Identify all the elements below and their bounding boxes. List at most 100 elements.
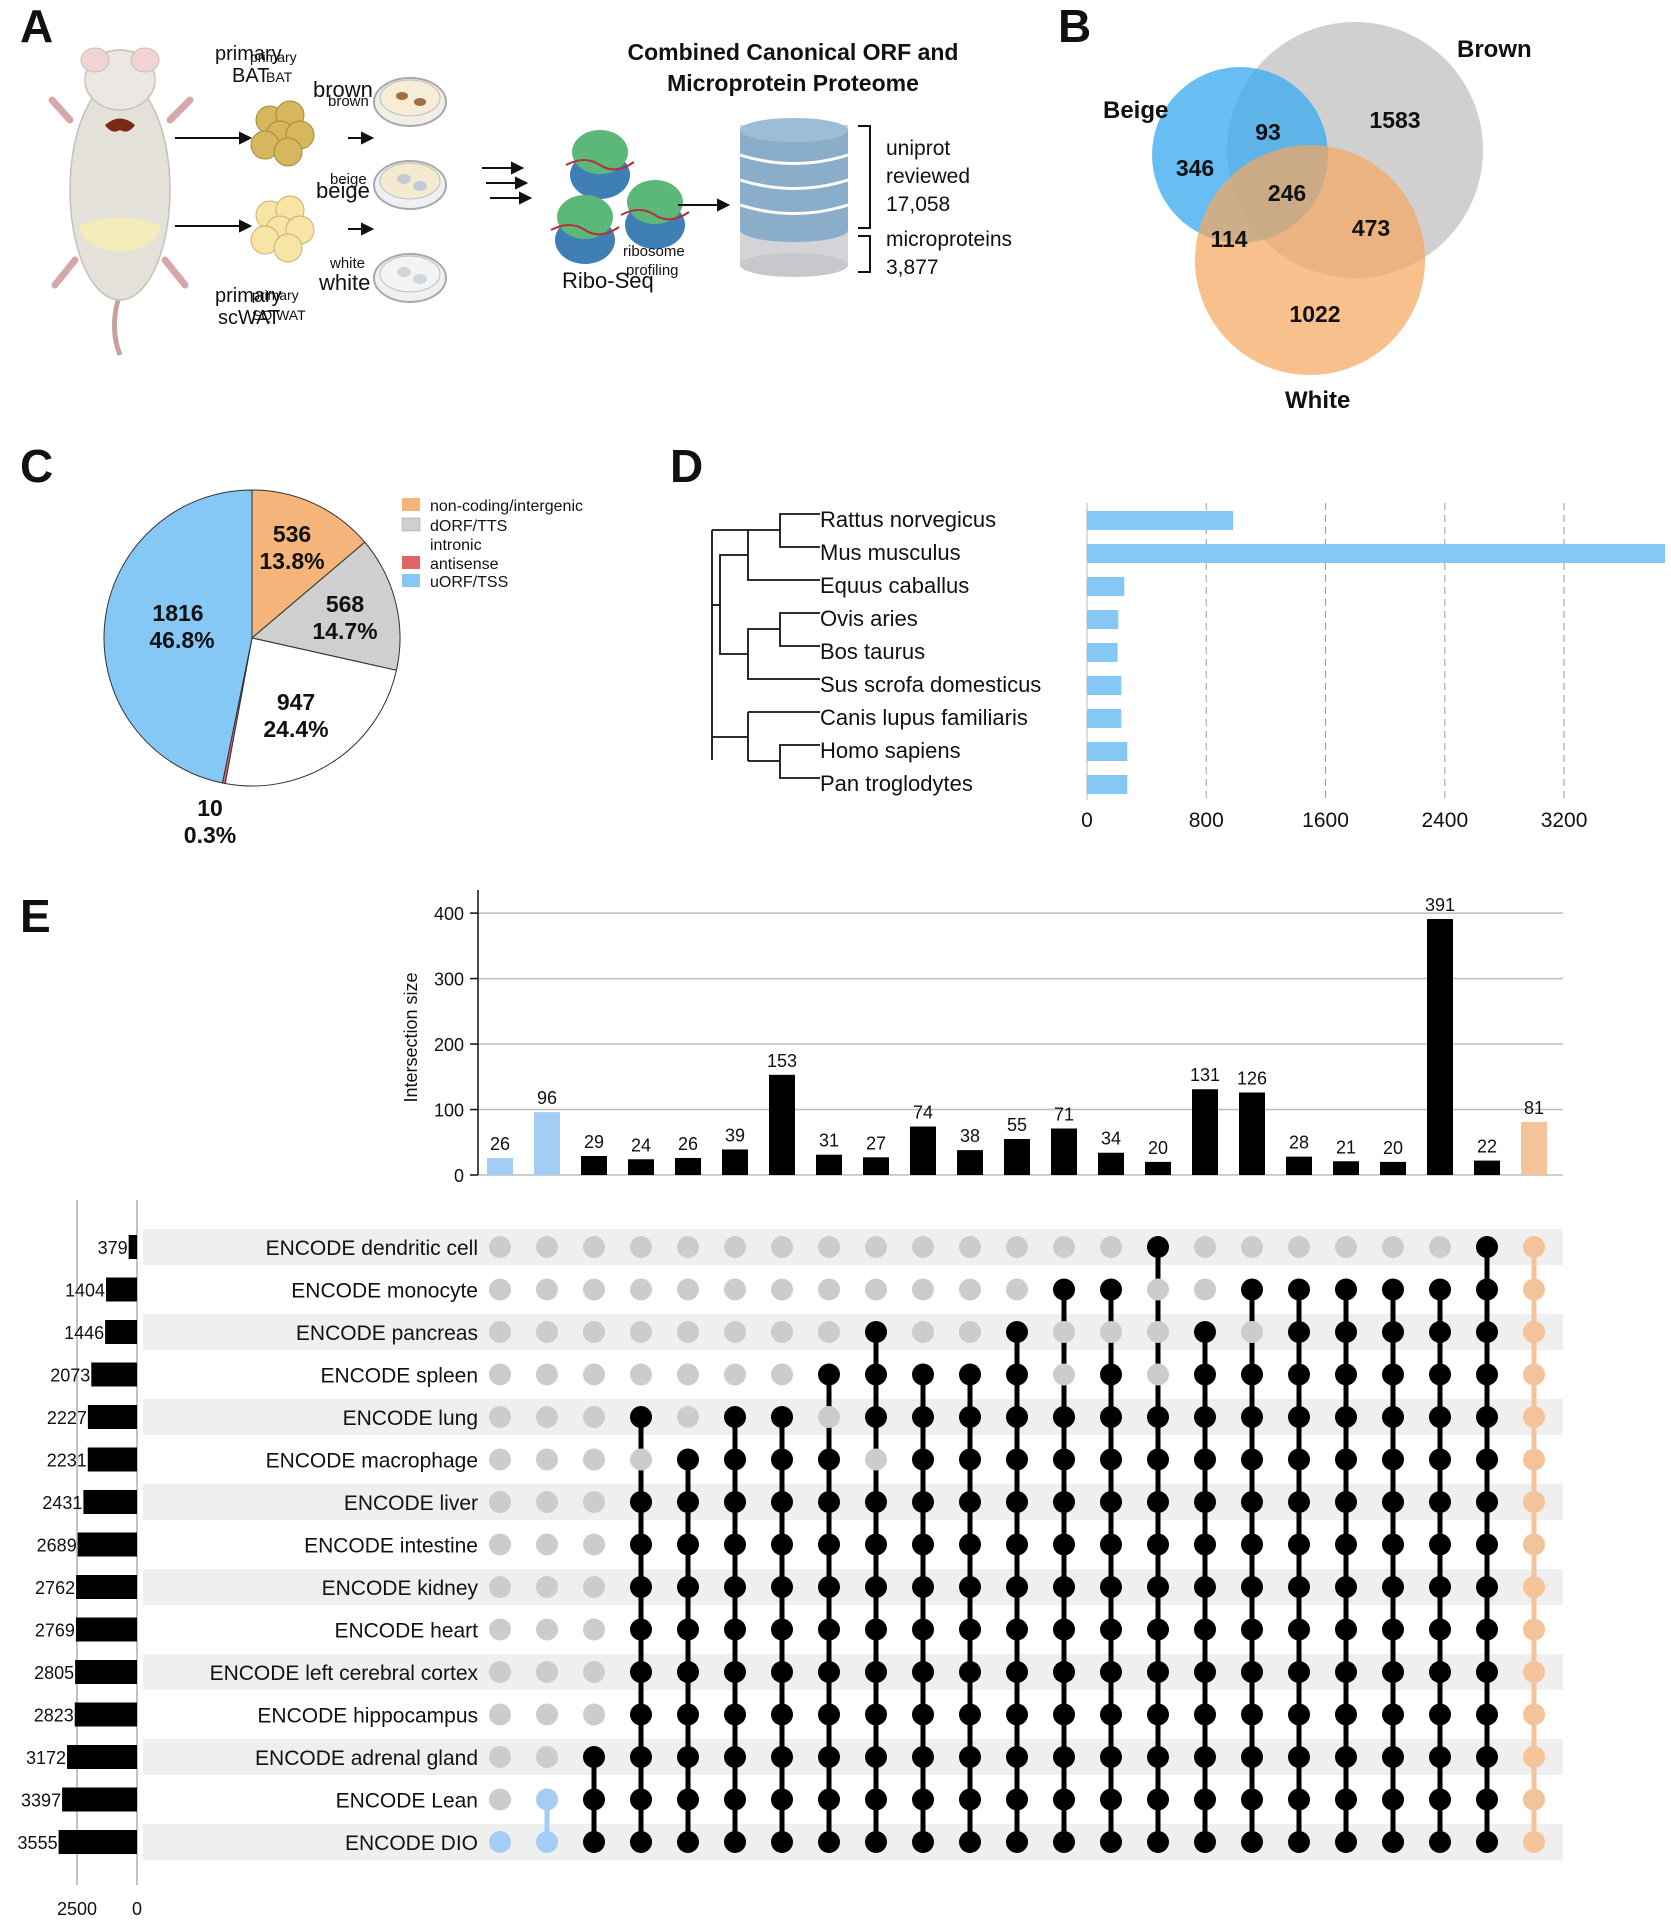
set-row-stripe-12 bbox=[143, 1739, 1563, 1775]
matrix-dot-3-0 bbox=[630, 1236, 652, 1258]
matrix-dot-15-2 bbox=[1194, 1321, 1216, 1343]
venn-beige-only: 346 bbox=[1176, 155, 1214, 181]
matrix-dot-4-8 bbox=[677, 1576, 699, 1598]
matrix-dot-11-13 bbox=[1006, 1788, 1028, 1811]
intersection-bar-19 bbox=[1380, 1161, 1406, 1175]
label-primary-bat-1: primary bbox=[215, 43, 282, 65]
matrix-dot-13-10 bbox=[1100, 1661, 1122, 1683]
matrix-dot-7-14 bbox=[818, 1831, 840, 1853]
matrix-dot-21-14 bbox=[1476, 1831, 1498, 1853]
legend-swatch-uorf bbox=[402, 574, 420, 587]
matrix-dot-13-4 bbox=[1100, 1406, 1122, 1428]
intersection-label-1: 96 bbox=[537, 1088, 557, 1108]
e-ytick-0: 0 bbox=[454, 1166, 464, 1186]
matrix-dot-2-13 bbox=[583, 1788, 605, 1811]
matrix-dot-20-11 bbox=[1429, 1703, 1451, 1726]
set-label-4: ENCODE lung bbox=[343, 1407, 478, 1430]
matrix-dot-6-7 bbox=[771, 1533, 793, 1556]
matrix-dot-7-5 bbox=[818, 1448, 840, 1471]
intersection-label-10: 38 bbox=[960, 1126, 980, 1146]
matrix-dot-12-11 bbox=[1053, 1703, 1075, 1726]
matrix-dot-4-3 bbox=[677, 1363, 699, 1386]
matrix-dot-22-8 bbox=[1523, 1576, 1545, 1598]
intersection-label-14: 20 bbox=[1148, 1138, 1168, 1158]
intersection-bar-6 bbox=[769, 1074, 795, 1175]
matrix-dot-5-12 bbox=[724, 1746, 746, 1768]
matrix-dot-15-8 bbox=[1194, 1576, 1216, 1598]
matrix-dot-15-7 bbox=[1194, 1533, 1216, 1556]
intersection-label-8: 27 bbox=[866, 1133, 886, 1153]
matrix-dot-7-4 bbox=[818, 1406, 840, 1428]
matrix-dot-2-7 bbox=[583, 1533, 605, 1556]
matrix-dot-12-4 bbox=[1053, 1406, 1075, 1428]
matrix-dot-2-6 bbox=[583, 1491, 605, 1513]
intersection-label-22: 81 bbox=[1524, 1098, 1544, 1118]
set-size-label-12: 3172 bbox=[26, 1748, 66, 1768]
matrix-dot-3-3 bbox=[630, 1363, 652, 1386]
matrix-dot-18-12 bbox=[1335, 1746, 1357, 1768]
intersection-bar-5 bbox=[722, 1149, 748, 1175]
matrix-dot-16-12 bbox=[1241, 1746, 1263, 1768]
matrix-dot-20-2 bbox=[1429, 1321, 1451, 1343]
matrix-dot-8-11 bbox=[865, 1703, 887, 1726]
matrix-dot-15-14 bbox=[1194, 1831, 1216, 1853]
matrix-dot-11-0 bbox=[1006, 1236, 1028, 1258]
label-brown-small: brown bbox=[328, 93, 369, 110]
pie-slice-2 bbox=[224, 637, 398, 787]
matrix-dot-20-12 bbox=[1429, 1746, 1451, 1768]
matrix-dot-22-10 bbox=[1523, 1661, 1545, 1683]
matrix-dot-5-9 bbox=[724, 1618, 746, 1641]
intersection-label-5: 39 bbox=[725, 1125, 745, 1145]
matrix-dot-14-1 bbox=[1147, 1278, 1169, 1301]
e-ytick-4: 400 bbox=[434, 904, 464, 924]
matrix-dot-11-10 bbox=[1006, 1661, 1028, 1683]
matrix-dot-4-12 bbox=[677, 1746, 699, 1768]
matrix-dot-10-6 bbox=[959, 1491, 981, 1513]
intersection-label-19: 20 bbox=[1383, 1138, 1403, 1158]
label-white-small: white bbox=[329, 255, 365, 272]
matrix-dot-6-8 bbox=[771, 1576, 793, 1598]
matrix-dot-8-8 bbox=[865, 1576, 887, 1598]
matrix-dot-19-12 bbox=[1382, 1746, 1404, 1768]
matrix-dot-0-5 bbox=[489, 1448, 511, 1471]
matrix-dot-17-13 bbox=[1288, 1788, 1310, 1811]
matrix-dot-6-2 bbox=[771, 1321, 793, 1343]
label-profiling: profiling bbox=[626, 262, 679, 279]
matrix-dot-22-14 bbox=[1523, 1831, 1545, 1853]
matrix-dot-6-6 bbox=[771, 1491, 793, 1513]
species-bar-2 bbox=[1087, 577, 1125, 596]
matrix-dot-14-8 bbox=[1147, 1576, 1169, 1598]
set-size-bar-5 bbox=[87, 1447, 137, 1472]
matrix-dot-14-0 bbox=[1147, 1236, 1169, 1258]
intersection-label-15: 131 bbox=[1190, 1065, 1220, 1085]
matrix-dot-13-8 bbox=[1100, 1576, 1122, 1598]
matrix-dot-19-0 bbox=[1382, 1236, 1404, 1258]
set-label-2: ENCODE pancreas bbox=[296, 1322, 478, 1345]
matrix-dot-13-12 bbox=[1100, 1746, 1122, 1768]
legend-swatch-intronic bbox=[402, 538, 420, 551]
intersection-label-20: 391 bbox=[1425, 895, 1455, 915]
matrix-dot-4-6 bbox=[677, 1491, 699, 1513]
pie-labels: 536 13.8% 568 14.7% 947 24.4% 10 0.3% 18… bbox=[149, 521, 377, 848]
species-label-8: Pan troglodytes bbox=[820, 771, 973, 796]
matrix-dot-16-0 bbox=[1241, 1236, 1263, 1258]
matrix-dot-9-1 bbox=[912, 1278, 934, 1301]
venn-label-brown: Brown bbox=[1457, 36, 1532, 63]
matrix-dot-3-7 bbox=[630, 1533, 652, 1556]
matrix-dot-9-11 bbox=[912, 1703, 934, 1726]
matrix-dot-11-12 bbox=[1006, 1746, 1028, 1768]
species-bar-6 bbox=[1087, 709, 1122, 728]
matrix-dot-16-1 bbox=[1241, 1278, 1263, 1301]
set-size-bar-0 bbox=[128, 1235, 137, 1259]
pie-label-pct-dorf: 14.7% bbox=[312, 618, 377, 644]
label-primary-scwat-small-1: primary bbox=[252, 287, 299, 303]
matrix-dot-14-6 bbox=[1147, 1491, 1169, 1513]
intersection-label-18: 21 bbox=[1336, 1137, 1356, 1157]
matrix-dot-22-9 bbox=[1523, 1618, 1545, 1641]
intersection-bar-9 bbox=[910, 1126, 936, 1175]
matrix-dot-16-6 bbox=[1241, 1491, 1263, 1513]
set-size-bar-6 bbox=[83, 1490, 137, 1514]
matrix-dot-12-0 bbox=[1053, 1236, 1075, 1258]
matrix-dot-12-5 bbox=[1053, 1448, 1075, 1471]
